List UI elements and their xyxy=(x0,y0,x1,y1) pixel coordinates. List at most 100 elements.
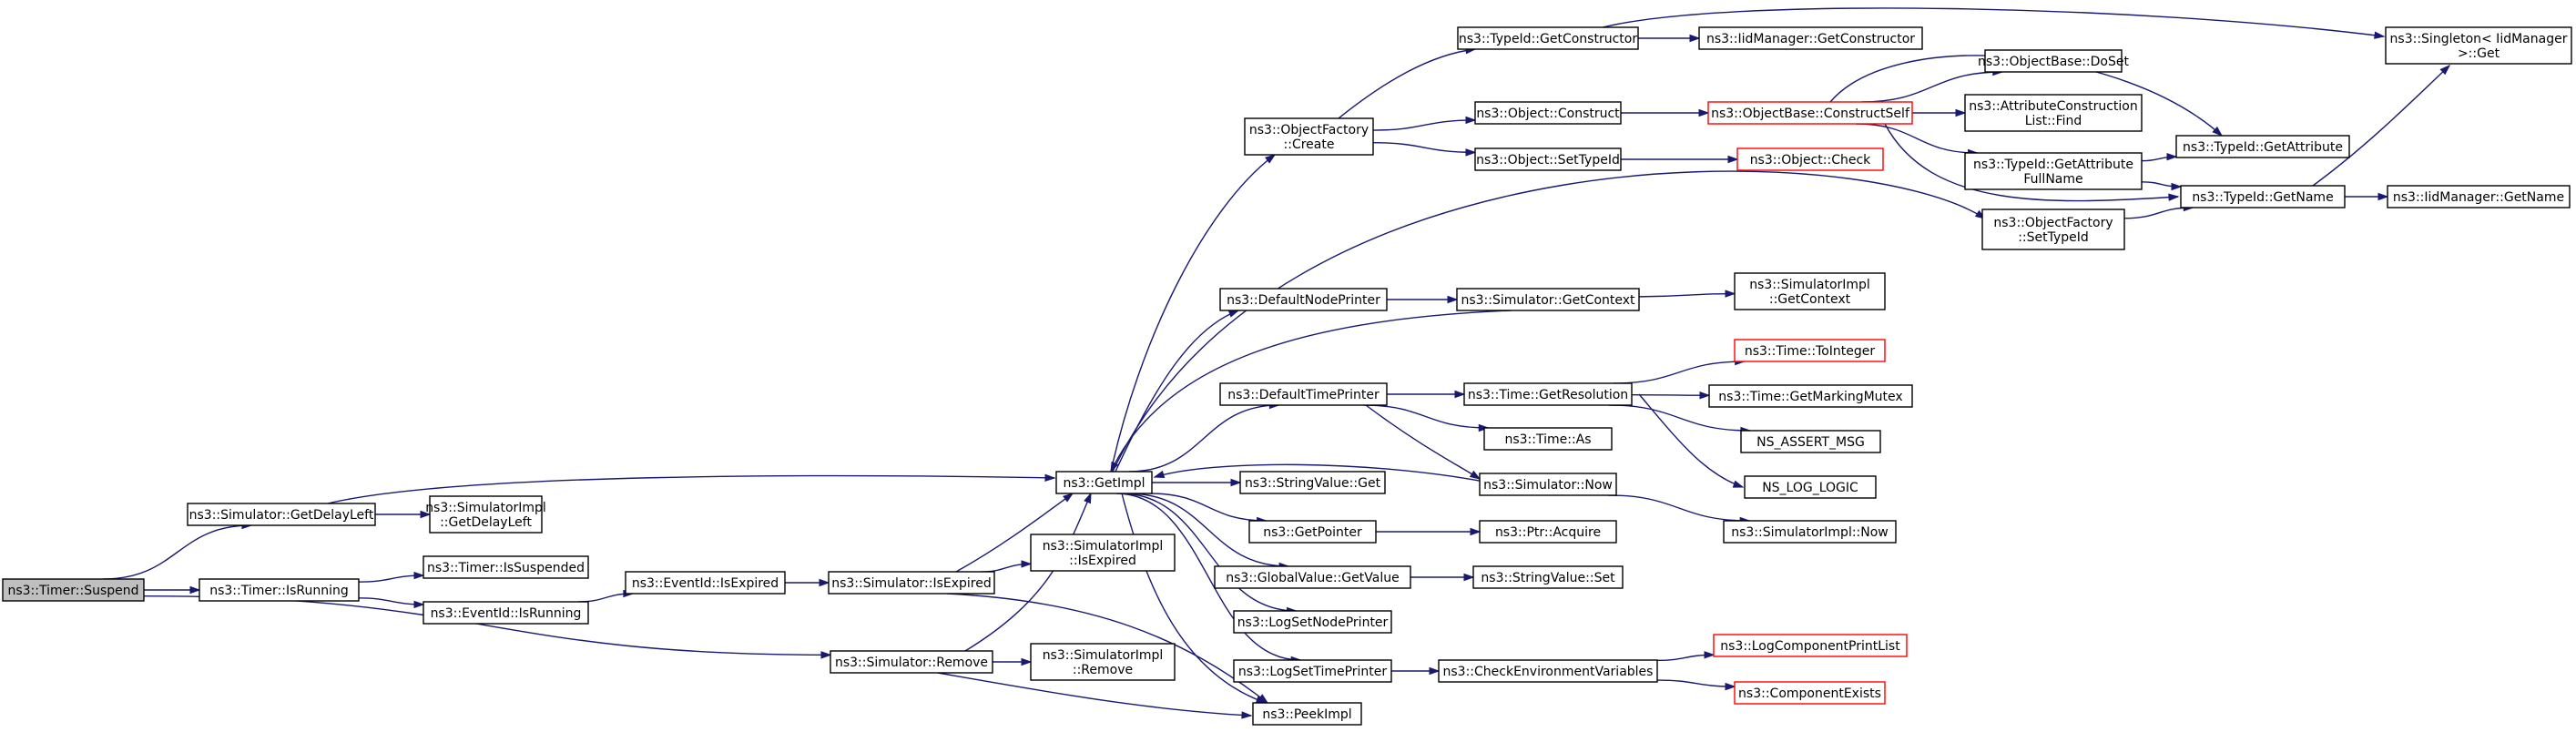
node-box xyxy=(1474,147,1622,171)
arrowhead-icon xyxy=(413,571,425,580)
arrowhead-icon xyxy=(413,600,425,609)
node-typeid_getconstructor[interactable]: ns3::TypeId::GetConstructor xyxy=(1457,26,1639,50)
node-simimpl_remove[interactable]: ns3::SimulatorImpl::Remove xyxy=(1030,643,1176,681)
node-componentexists[interactable]: ns3::ComponentExists xyxy=(1734,681,1886,705)
node-stringvalue_set[interactable]: ns3::StringValue::Set xyxy=(1472,565,1624,589)
node-box xyxy=(1981,208,2125,250)
node-box xyxy=(1734,339,1886,362)
node-simimpl_now[interactable]: ns3::SimulatorImpl::Now xyxy=(1723,520,1897,544)
node-ns_assert_msg[interactable]: NS_ASSERT_MSG xyxy=(1740,430,1881,453)
arrowhead-icon xyxy=(1470,527,1481,536)
node-object_settypeid[interactable]: ns3::Object::SetTypeId xyxy=(1474,147,1622,171)
node-sim_getcontext[interactable]: ns3::Simulator::GetContext xyxy=(1456,288,1640,311)
node-simimpl_getcontext[interactable]: ns3::SimulatorImpl::GetContext xyxy=(1734,272,1886,310)
call-edge-object_construct-to-objbase_constructself xyxy=(1621,108,1710,117)
node-typeid_getname[interactable]: ns3::TypeId::GetName xyxy=(2180,185,2346,208)
node-logcomponentprintlist[interactable]: ns3::LogComponentPrintList xyxy=(1713,634,1908,657)
node-checkenv[interactable]: ns3::CheckEnvironmentVariables xyxy=(1438,659,1658,683)
node-label: ::Create xyxy=(1284,137,1335,152)
node-time_tointeger[interactable]: ns3::Time::ToInteger xyxy=(1734,339,1886,362)
node-label: ns3::CheckEnvironmentVariables xyxy=(1443,665,1654,679)
call-edge-typeid_getname-to-iidmgr_getname xyxy=(2344,192,2389,201)
node-label: ns3::ComponentExists xyxy=(1738,686,1881,701)
node-ns_log_logic[interactable]: NS_LOG_LOGIC xyxy=(1744,475,1877,499)
call-edge-simremove-to-peekimpl xyxy=(937,672,1253,719)
node-object_check[interactable]: ns3::Object::Check xyxy=(1736,147,1884,171)
call-edge-typeid_getconstructor-to-iidmgr_getconstructor xyxy=(1638,34,1701,43)
node-getpointer[interactable]: ns3::GetPointer xyxy=(1248,520,1377,544)
node-evid_isexpired[interactable]: ns3::EventId::IsExpired xyxy=(625,571,786,595)
node-suspend[interactable]: ns3::Timer::Suspend xyxy=(2,578,145,602)
call-edge-globalvalue_getvalue-to-stringvalue_set xyxy=(1410,573,1475,582)
node-logsettimeprinter[interactable]: ns3::LogSetTimePrinter xyxy=(1233,659,1392,683)
node-defaulttimeprinter[interactable]: ns3::DefaultTimePrinter xyxy=(1219,382,1388,406)
node-peekimpl[interactable]: ns3::PeekImpl xyxy=(1252,702,1362,726)
node-isrunning[interactable]: ns3::Timer::IsRunning xyxy=(199,578,360,602)
node-sim_now[interactable]: ns3::Simulator::Now xyxy=(1479,473,1617,496)
call-edge-of_create-to-object_construct xyxy=(1372,116,1477,131)
call-edge-time_getresolution-to-time_tointeger xyxy=(1613,357,1746,384)
call-edge-checkenv-to-componentexists xyxy=(1656,679,1736,691)
node-box xyxy=(1457,26,1639,50)
arrowhead-icon xyxy=(420,510,432,519)
node-label: ::GetDelayLeft xyxy=(440,515,532,530)
node-box xyxy=(1239,471,1386,494)
arrowhead-icon xyxy=(1727,155,1739,164)
node-label: FullName xyxy=(2023,172,2082,187)
node-label: ns3::Ptr::Acquire xyxy=(1495,525,1601,540)
node-label: ns3::SimulatorImpl::Now xyxy=(1731,525,1889,540)
node-issuspended[interactable]: ns3::Timer::IsSuspended xyxy=(423,555,589,579)
arrowhead-icon xyxy=(1689,34,1701,43)
node-simremove[interactable]: ns3::Simulator::Remove xyxy=(830,650,993,674)
call-edge-simremove-to-simimpl_remove xyxy=(992,657,1033,666)
node-stringvalue_get[interactable]: ns3::StringValue::Get xyxy=(1239,471,1386,494)
node-box xyxy=(1964,94,2143,132)
node-iidmgr_getname[interactable]: ns3::IidManager::GetName xyxy=(2387,185,2571,208)
node-label: ns3::StringValue::Get xyxy=(1245,476,1381,491)
node-label: ns3::Time::GetMarkingMutex xyxy=(1718,390,1902,404)
arrowhead-icon xyxy=(1084,492,1092,504)
node-label: >::Get xyxy=(2458,46,2500,61)
arrowhead-icon xyxy=(1725,682,1736,691)
node-label: ns3::TypeId::GetName xyxy=(2192,190,2333,205)
node-getimpl[interactable]: ns3::GetImpl xyxy=(1055,471,1153,494)
node-box xyxy=(1479,473,1617,496)
node-label: ns3::TypeId::GetConstructor xyxy=(1459,32,1637,46)
call-edge-getimpl-to-stringvalue_get xyxy=(1151,478,1242,487)
node-box xyxy=(1055,471,1153,494)
node-typeid_getattribute[interactable]: ns3::TypeId::GetAttribute xyxy=(2175,135,2350,158)
node-logsetnodeprinter[interactable]: ns3::LogSetNodePrinter xyxy=(1233,610,1392,634)
arrowhead-icon xyxy=(2168,193,2180,201)
node-ptr_acquire[interactable]: ns3::Ptr::Acquire xyxy=(1479,520,1617,544)
node-box xyxy=(2,578,145,602)
node-time_as[interactable]: ns3::Time::As xyxy=(1483,427,1613,451)
node-objbase_constructself[interactable]: ns3::ObjectBase::ConstructSelf xyxy=(1707,101,1913,125)
arrowhead-icon xyxy=(819,578,830,587)
node-evid_isrunning[interactable]: ns3::EventId::IsRunning xyxy=(423,601,589,625)
node-box xyxy=(828,571,995,595)
node-sim_isexpired[interactable]: ns3::Simulator::IsExpired xyxy=(828,571,995,595)
node-globalvalue_getvalue[interactable]: ns3::GlobalValue::GetValue xyxy=(1214,565,1411,589)
node-of_settypeid[interactable]: ns3::ObjectFactory::SetTypeId xyxy=(1981,208,2125,250)
node-iidmgr_getconstructor[interactable]: ns3::IidManager::GetConstructor xyxy=(1698,26,1923,50)
node-label: ns3::Simulator::GetDelayLeft xyxy=(189,508,374,523)
node-defaultnodeprinter[interactable]: ns3::DefaultNodePrinter xyxy=(1219,288,1388,311)
node-label: ns3::IidManager::GetName xyxy=(2393,190,2564,205)
node-label: ns3::TypeId::GetAttribute xyxy=(1973,158,2133,172)
node-label: ns3::GetImpl xyxy=(1063,476,1145,491)
call-edge-sim_isexpired-to-simimpl_isexpired xyxy=(981,560,1033,573)
node-time_getmarkingmutex[interactable]: ns3::Time::GetMarkingMutex xyxy=(1708,384,1913,408)
node-object_construct[interactable]: ns3::Object::Construct xyxy=(1474,101,1622,125)
node-label: ns3::SimulatorImpl xyxy=(425,501,546,515)
node-time_getresolution[interactable]: ns3::Time::GetResolution xyxy=(1463,382,1633,406)
node-simimpl_getdelayleft[interactable]: ns3::SimulatorImpl::GetDelayLeft xyxy=(425,495,546,534)
node-singleton_get[interactable]: ns3::Singleton< IidManager >::Get xyxy=(2385,26,2572,65)
call-edge-evid_isexpired-to-sim_isexpired xyxy=(784,578,830,587)
node-getdelayleft[interactable]: ns3::Simulator::GetDelayLeft xyxy=(187,503,376,526)
node-box xyxy=(1219,288,1388,311)
node-simimpl_isexpired[interactable]: ns3::SimulatorImpl::IsExpired xyxy=(1030,534,1176,572)
node-of_create[interactable]: ns3::ObjectFactory::Create xyxy=(1244,117,1374,156)
node-objbase_doset[interactable]: ns3::ObjectBase::DoSet xyxy=(1978,49,2129,73)
